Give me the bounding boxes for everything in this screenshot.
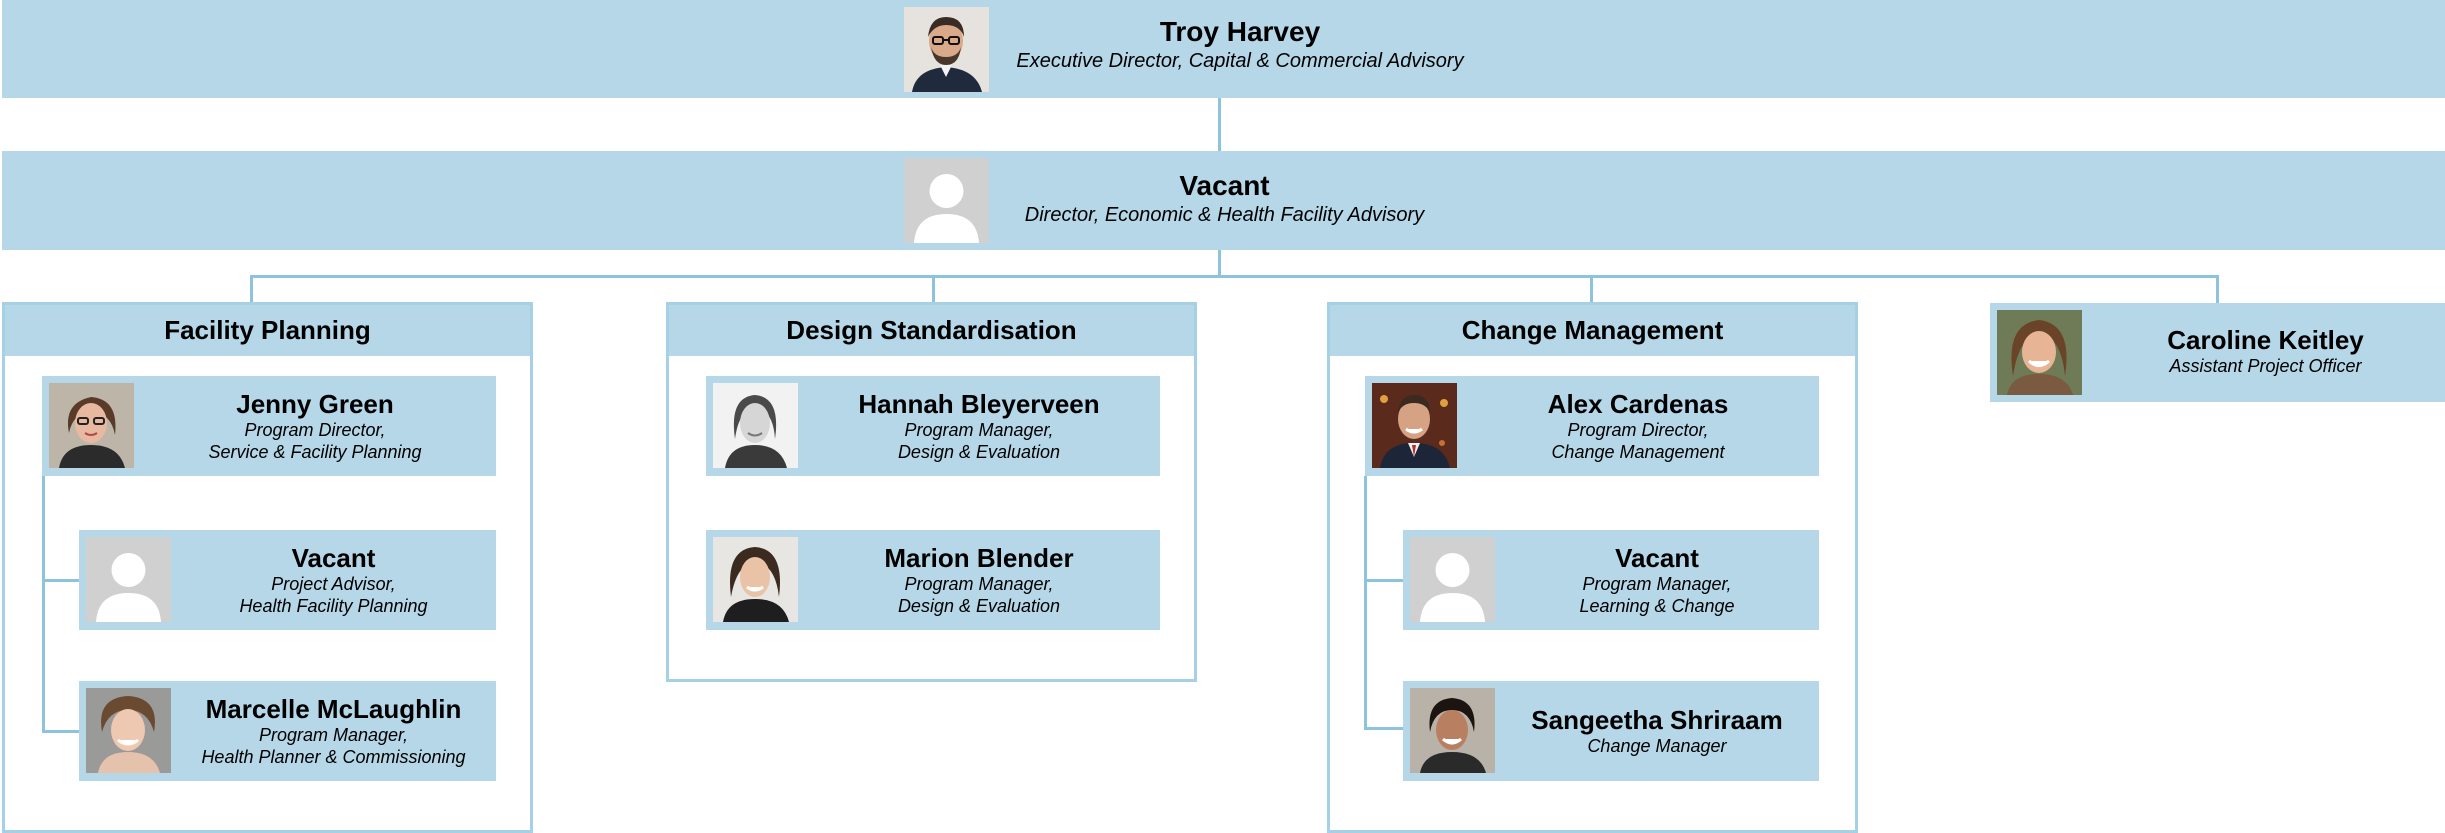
- member-role-line2: Change Management: [1551, 442, 1725, 462]
- member-role-line2: Learning & Change: [1579, 596, 1735, 616]
- person-photo-man-glasses: [904, 7, 989, 92]
- member-name: Hannah Bleyerveen: [858, 389, 1100, 419]
- member-photo: [86, 537, 171, 622]
- member-role-line1: Program Manager,: [904, 574, 1054, 594]
- connector-exec-to-director: [1218, 98, 1221, 151]
- assistant-photo: [1997, 310, 2082, 395]
- member-role-line1: Program Director,: [1567, 420, 1709, 440]
- member-role-line1: Change Manager: [1587, 736, 1727, 756]
- director-photo: [904, 158, 989, 243]
- person-photo-woman-brown-hair: [1997, 310, 2082, 395]
- connector-change-vertical: [1364, 476, 1367, 730]
- member-name: Vacant: [1615, 543, 1699, 573]
- member-card: Alex Cardenas Program Director, Change M…: [1365, 376, 1819, 476]
- person-photo-woman-smiling: [1410, 688, 1495, 773]
- member-name: Sangeetha Shriraam: [1531, 705, 1783, 735]
- connector-to-facility-planning: [250, 275, 253, 303]
- member-role-line1: Program Manager,: [904, 420, 1054, 440]
- member-role-line1: Program Director,: [244, 420, 386, 440]
- member-card: Vacant Program Manager, Learning & Chang…: [1403, 530, 1819, 630]
- connector-to-design-standardisation: [932, 275, 935, 303]
- person-photo-woman-glasses: [49, 383, 134, 468]
- member-card: Hannah Bleyerveen Program Manager, Desig…: [706, 376, 1160, 476]
- connector-change-branch-2: [1364, 727, 1403, 730]
- member-role-line2: Health Facility Planning: [239, 596, 428, 616]
- connector-facility-branch-2: [42, 730, 79, 733]
- member-name: Alex Cardenas: [1547, 389, 1729, 419]
- member-photo: [86, 688, 171, 773]
- person-photo-woman-dark-hair: [713, 537, 798, 622]
- member-role-line1: Project Advisor,: [271, 574, 396, 594]
- member-name: Jenny Green: [236, 389, 394, 419]
- member-role-line2: Service & Facility Planning: [208, 442, 422, 462]
- member-role-line1: Program Manager,: [1582, 574, 1732, 594]
- director-role: Director, Economic & Health Facility Adv…: [1024, 204, 1425, 226]
- member-name: Marion Blender: [884, 543, 1074, 573]
- member-role-line2: Design & Evaluation: [897, 596, 1061, 616]
- assistant-name: Caroline Keitley: [2167, 325, 2364, 355]
- director-name: Vacant: [1179, 170, 1270, 201]
- member-card: Marcelle McLaughlin Program Manager, Hea…: [79, 681, 496, 781]
- executive-box: Troy Harvey Executive Director, Capital …: [2, 0, 2445, 98]
- connector-facility-branch-1: [42, 579, 79, 582]
- executive-role: Executive Director, Capital & Commercial…: [1016, 50, 1464, 72]
- person-photo-woman-bw: [713, 383, 798, 468]
- connector-director-down: [1218, 250, 1221, 277]
- group-title: Facility Planning: [5, 305, 530, 356]
- member-card: Sangeetha Shriraam Change Manager: [1403, 681, 1819, 781]
- assistant-role: Assistant Project Officer: [2169, 356, 2362, 376]
- member-photo: [713, 537, 798, 622]
- vacant-silhouette-icon: [904, 158, 989, 243]
- member-photo: [1410, 688, 1495, 773]
- group-title: Design Standardisation: [669, 305, 1194, 356]
- vacant-silhouette-icon: [86, 537, 171, 622]
- member-name: Vacant: [291, 543, 376, 573]
- connector-horizontal-bus: [250, 275, 2219, 278]
- person-photo-man-suit: [1372, 383, 1457, 468]
- member-photo: [1410, 537, 1495, 622]
- member-photo: [1372, 383, 1457, 468]
- member-photo: [49, 383, 134, 468]
- member-card: Jenny Green Program Director, Service & …: [42, 376, 496, 476]
- director-box: Vacant Director, Economic & Health Facil…: [2, 151, 2445, 250]
- member-name: Marcelle McLaughlin: [205, 694, 462, 724]
- member-photo: [713, 383, 798, 468]
- connector-to-assistant: [2216, 275, 2219, 303]
- connector-change-branch-1: [1364, 579, 1403, 582]
- member-role-line2: Health Planner & Commissioning: [201, 747, 466, 767]
- person-photo-woman-curly: [86, 688, 171, 773]
- executive-photo: [904, 7, 989, 92]
- assistant-box: Caroline Keitley Assistant Project Offic…: [1990, 303, 2445, 402]
- member-card: Marion Blender Program Manager, Design &…: [706, 530, 1160, 630]
- member-role-line2: Design & Evaluation: [897, 442, 1061, 462]
- connector-facility-vertical: [42, 476, 45, 733]
- member-card: Vacant Project Advisor, Health Facility …: [79, 530, 496, 630]
- connector-to-change-management: [1590, 275, 1593, 303]
- group-title: Change Management: [1330, 305, 1855, 356]
- vacant-silhouette-icon: [1410, 537, 1495, 622]
- executive-name: Troy Harvey: [1159, 16, 1321, 47]
- member-role-line1: Program Manager,: [258, 725, 409, 745]
